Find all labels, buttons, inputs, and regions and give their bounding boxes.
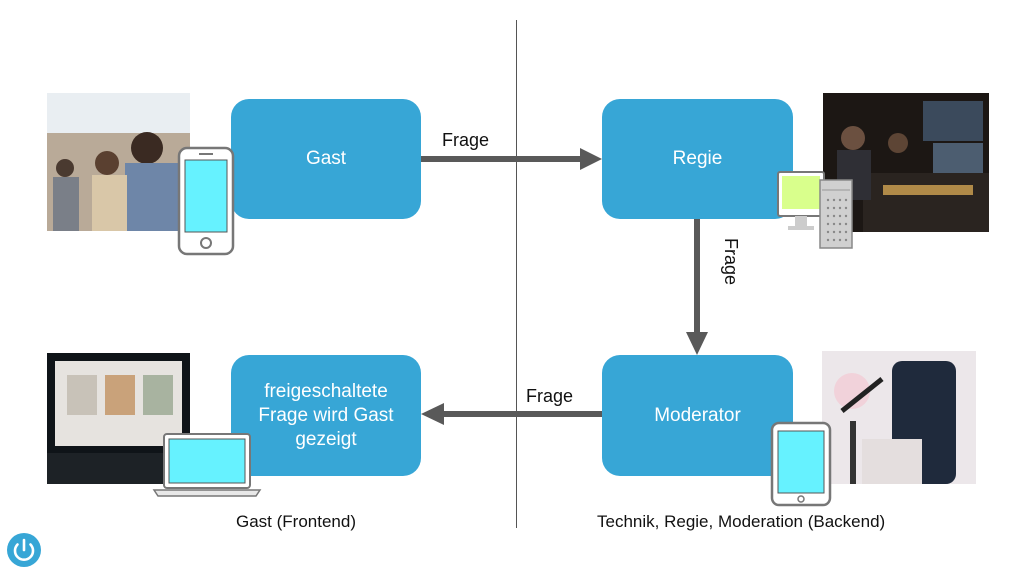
caption-frontend: Gast (Frontend)	[236, 512, 356, 531]
speaker-photo	[822, 351, 976, 484]
edge-label-regie-to-moderator: Frage	[721, 238, 741, 286]
desktop-computer-icon	[777, 171, 853, 249]
node-moderator: Moderator	[602, 355, 793, 476]
audience-photo	[47, 93, 190, 231]
edge-label-gast-to-regie: Frage	[442, 130, 490, 150]
node-regie: Regie	[602, 99, 793, 219]
phone-icon	[177, 146, 235, 256]
arrow-gast-to-regie	[421, 148, 602, 170]
center-divider	[516, 20, 517, 528]
caption-backend: Technik, Regie, Moderation (Backend)	[597, 512, 886, 531]
power-logo-icon	[7, 533, 41, 567]
node-gast: Gast	[231, 99, 421, 219]
edge-label-moderator-to-frontend: Frage	[526, 386, 574, 406]
laptop-icon	[152, 433, 262, 497]
arrow-regie-to-moderator	[686, 219, 708, 355]
node-frontend: freigeschaltete Frage wird Gast gezeigt	[231, 355, 421, 476]
arrow-moderator-to-frontend	[421, 403, 602, 425]
tablet-icon	[770, 421, 832, 507]
